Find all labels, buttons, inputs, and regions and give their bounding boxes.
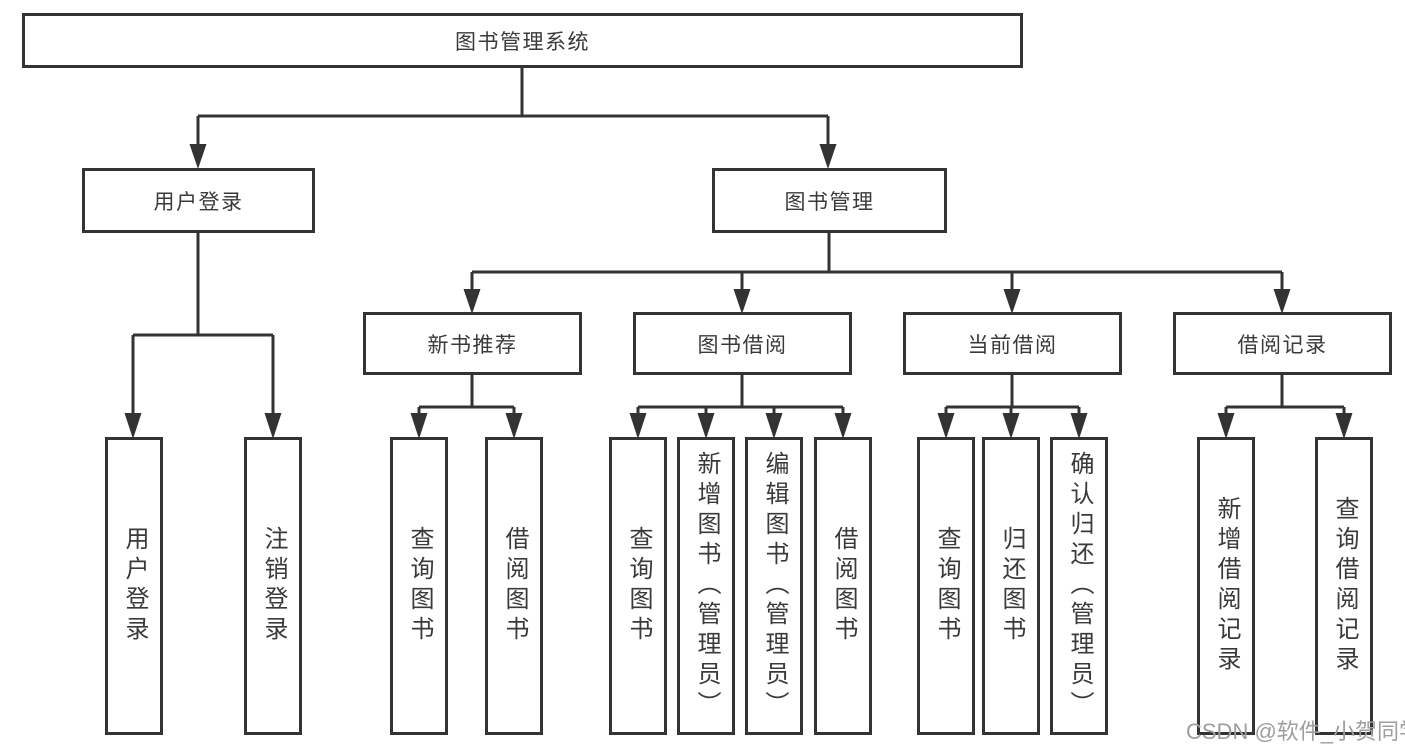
node-new-book-recommend-label: 新书推荐 [427, 333, 518, 357]
node-new-book-recommend: 新书推荐 [363, 312, 582, 375]
leaf-current-confirm-return-admin: 确认归还（管理员） [1050, 437, 1108, 735]
node-borrow-records-label: 借阅记录 [1237, 333, 1328, 357]
leaf-borrow-borrow-books: 借阅图书 [814, 437, 872, 735]
leaf-logout-label: 注销登录 [260, 526, 287, 646]
node-root-label: 图书管理系统 [455, 30, 590, 54]
arrowheads-current-leaves [937, 413, 1088, 439]
node-book-borrow: 图书借阅 [633, 312, 852, 375]
leaf-borrow-edit-books-admin: 编辑图书（管理员） [745, 437, 803, 735]
node-current-borrow: 当前借阅 [903, 312, 1122, 375]
arrowheads-level3 [463, 289, 1291, 314]
leaf-newbook-borrow-books-label: 借阅图书 [501, 526, 528, 646]
arrowheads-borrow-leaves [629, 413, 852, 439]
leaf-current-query-books: 查询图书 [917, 437, 975, 735]
leaf-borrow-borrow-books-label: 借阅图书 [830, 526, 857, 646]
connector-root-to-level2 [196, 68, 830, 146]
node-book-management: 图书管理 [712, 168, 947, 233]
node-root: 图书管理系统 [22, 13, 1023, 68]
leaf-newbook-query-books-label: 查询图书 [406, 526, 433, 646]
connector-records-to-leaves [1224, 375, 1346, 416]
connector-login-to-leaves [131, 233, 275, 415]
leaf-records-query-record: 查询借阅记录 [1315, 437, 1373, 735]
arrowheads-records-leaves [1217, 413, 1353, 439]
leaf-borrow-add-books-admin-label: 新增图书（管理员） [693, 451, 720, 721]
leaf-borrow-add-books-admin: 新增图书（管理员） [677, 437, 735, 735]
connector-current-to-leaves [944, 375, 1081, 416]
leaf-borrow-edit-books-admin-label: 编辑图书（管理员） [761, 451, 788, 721]
leaf-borrow-query-books: 查询图书 [609, 437, 667, 735]
arrowheads-login-leaves [124, 413, 282, 439]
leaf-current-return-books: 归还图书 [982, 437, 1040, 735]
leaf-user-login: 用户登录 [105, 437, 163, 735]
node-book-management-label: 图书管理 [784, 190, 875, 214]
leaf-borrow-query-books-label: 查询图书 [625, 526, 652, 646]
leaf-records-add-record-label: 新增借阅记录 [1213, 496, 1240, 676]
node-book-borrow-label: 图书借阅 [697, 333, 788, 357]
node-borrow-records: 借阅记录 [1173, 312, 1392, 375]
node-user-login: 用户登录 [82, 168, 315, 233]
leaf-current-query-books-label: 查询图书 [933, 526, 960, 646]
node-user-login-label: 用户登录 [153, 190, 244, 214]
leaf-current-confirm-return-admin-label: 确认归还（管理员） [1066, 451, 1093, 721]
leaf-newbook-borrow-books: 借阅图书 [485, 437, 543, 735]
leaf-logout: 注销登录 [244, 437, 302, 735]
arrowheads-newbook-leaves [410, 413, 523, 439]
node-current-borrow-label: 当前借阅 [967, 333, 1058, 357]
leaf-current-return-books-label: 归还图书 [998, 526, 1025, 646]
leaf-user-login-label: 用户登录 [121, 526, 148, 646]
arrowheads-level2 [189, 144, 837, 169]
watermark: CSDN @软件_小贺同学 [1186, 719, 1405, 744]
connector-borrow-to-leaves [636, 375, 845, 416]
leaf-newbook-query-books: 查询图书 [390, 437, 448, 735]
connector-management-to-level3 [470, 233, 1284, 292]
connector-newbook-to-leaves [417, 375, 516, 416]
leaf-records-query-record-label: 查询借阅记录 [1331, 496, 1358, 676]
leaf-records-add-record: 新增借阅记录 [1197, 437, 1255, 735]
